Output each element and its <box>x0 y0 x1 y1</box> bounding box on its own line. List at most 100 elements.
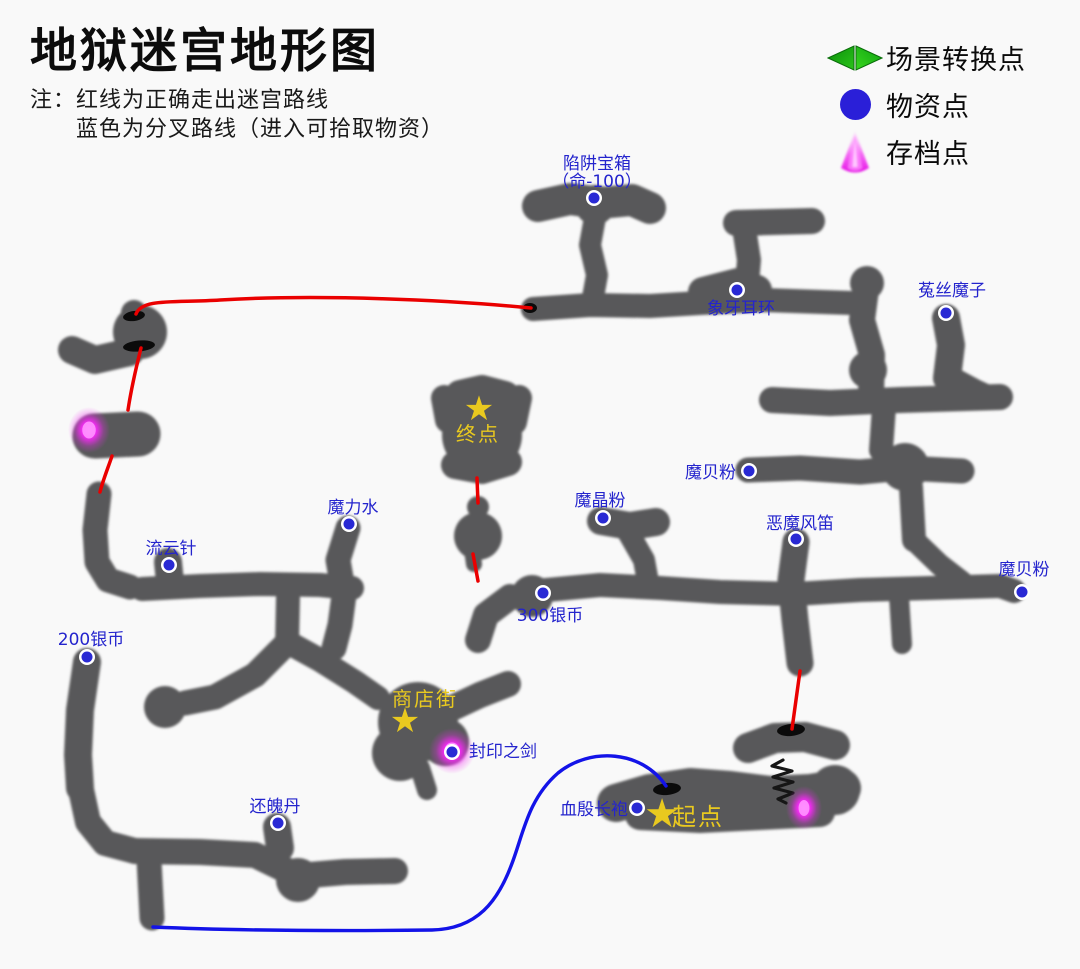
corridor-segment <box>524 573 1026 606</box>
note-line-1: 注：红线为正确走出迷宫路线 <box>30 87 330 113</box>
landmark-label: 终点 <box>456 422 500 446</box>
route-layer <box>98 295 802 933</box>
corridor-segment <box>617 521 659 593</box>
correct-route-red <box>790 669 802 731</box>
supply-point-label: 流云针 <box>146 539 197 559</box>
corridor-segment <box>735 455 975 485</box>
supply-dot-layer <box>79 190 1030 831</box>
corridor-segment <box>67 772 148 864</box>
supply-point-dot <box>163 559 175 571</box>
corridor-segment <box>777 528 814 677</box>
save-point-core <box>798 800 810 816</box>
corridor-blob <box>144 686 186 728</box>
corridor-blob <box>454 512 502 560</box>
supply-point-label: 恶魔风笛 <box>766 514 834 534</box>
supply-point-dot <box>343 518 355 530</box>
legend-row-scene-transition: 场景转换点 <box>824 34 1026 81</box>
corridor-segment <box>869 395 896 462</box>
supply-point-dot <box>731 284 743 296</box>
supply-point-icon <box>824 89 886 120</box>
doorway-hole <box>123 340 155 352</box>
correct-route-red <box>475 476 480 505</box>
corridor-segment <box>889 586 912 654</box>
doorway-hole <box>123 310 145 322</box>
corridor-layer <box>58 183 1026 931</box>
corridor-segment <box>172 630 300 716</box>
supply-point-label: 陷阱宝箱 <box>563 154 631 174</box>
supply-point-dot <box>940 307 952 319</box>
legend-label-scene-transition: 场景转换点 <box>886 45 1026 76</box>
supply-point-dot <box>631 802 643 814</box>
supply-point-dot <box>81 651 93 663</box>
corridor-blob <box>850 266 884 300</box>
landmark-label: 起点 <box>672 803 724 831</box>
corridor-segment <box>936 364 999 407</box>
legend-label-supply-point: 物资点 <box>886 92 970 123</box>
landmark-star-icon: ★ <box>464 389 494 429</box>
header: 地狱迷宫地形图 注：红线为正确走出迷宫路线 蓝色为分叉路线（进入可拾取物资） <box>30 26 444 144</box>
corridor-segment <box>759 384 1013 416</box>
supply-point-label: 魔晶粉 <box>575 491 626 511</box>
scene-transition-icon <box>824 43 886 73</box>
corridor-blob <box>849 351 887 389</box>
corridor-segment <box>136 847 165 931</box>
supply-point-dot <box>272 817 284 829</box>
legend: 场景转换点 物资点 <box>824 34 1026 175</box>
corridor-segment <box>732 216 761 308</box>
legend-label-save-point: 存档点 <box>886 139 970 170</box>
supply-point-dot <box>790 533 802 545</box>
correct-route-red <box>471 552 480 583</box>
supply-point-dot <box>588 192 600 204</box>
correct-route-red <box>126 346 143 412</box>
corridor-segment <box>435 671 521 723</box>
corridor-blob <box>473 381 523 431</box>
branch-route-blue <box>151 754 668 933</box>
corridor-blob <box>467 496 489 518</box>
page-title: 地狱迷宫地形图 <box>30 24 380 79</box>
corridor-blob <box>372 725 428 781</box>
supply-point-label: 300银币 <box>517 606 583 626</box>
supply-point-dot <box>597 512 609 524</box>
landmark-star-icon: ★ <box>644 791 680 837</box>
map-note: 注：红线为正确走出迷宫路线 蓝色为分叉路线（进入可拾取物资） <box>30 86 444 144</box>
supply-point-label: 魔贝粉 <box>685 463 736 483</box>
corridor-segment <box>579 201 608 314</box>
correct-route-red <box>134 295 533 316</box>
corridor-segment <box>82 481 143 600</box>
corridor-segment <box>122 838 408 889</box>
landmark-label: 商店街 <box>392 687 458 711</box>
supply-point-label: 魔力水 <box>328 498 379 518</box>
save-point-core <box>82 421 96 439</box>
corridor-segment <box>410 758 437 800</box>
supply-point-label: 还魄丹 <box>250 797 301 817</box>
supply-point-dot <box>743 465 755 477</box>
note-line-2: 蓝色为分叉路线（进入可拾取物资） <box>76 116 445 142</box>
save-point-icon <box>824 129 886 175</box>
supply-point-dot <box>1016 586 1028 598</box>
spring-connector <box>770 758 795 805</box>
legend-row-save-point: 存档点 <box>824 128 1026 175</box>
corridor-segment <box>277 631 390 710</box>
corridor-segment <box>64 648 101 802</box>
corridor-blob <box>810 765 860 815</box>
doorway-hole <box>653 782 681 796</box>
save-point-layer <box>68 407 822 830</box>
correct-route-red <box>98 454 114 494</box>
supply-point-label: 封印之剑 <box>469 742 537 762</box>
corridor-blob <box>276 858 320 902</box>
supply-point-label: 血殷长袍 <box>560 800 628 820</box>
supply-point-label: （命-100） <box>552 172 642 192</box>
label-layer: 陷阱宝箱（命-100）象牙耳环菟丝魔子魔贝粉魔晶粉恶魔风笛魔贝粉魔力水流云针30… <box>58 154 1050 837</box>
legend-row-supply-point: 物资点 <box>824 81 1026 128</box>
corridor-segment <box>465 584 523 653</box>
supply-point-label: 魔贝粉 <box>999 560 1050 580</box>
corridor-segment <box>521 288 864 321</box>
corridor-segment <box>733 722 850 763</box>
supply-point-dot <box>537 587 549 599</box>
corridor-blob <box>881 443 929 491</box>
corridor-segment <box>58 336 144 374</box>
landmark-star-icon: ★ <box>390 701 420 741</box>
supply-point-label: 菟丝魔子 <box>918 281 986 301</box>
supply-point-label: 象牙耳环 <box>707 299 775 319</box>
